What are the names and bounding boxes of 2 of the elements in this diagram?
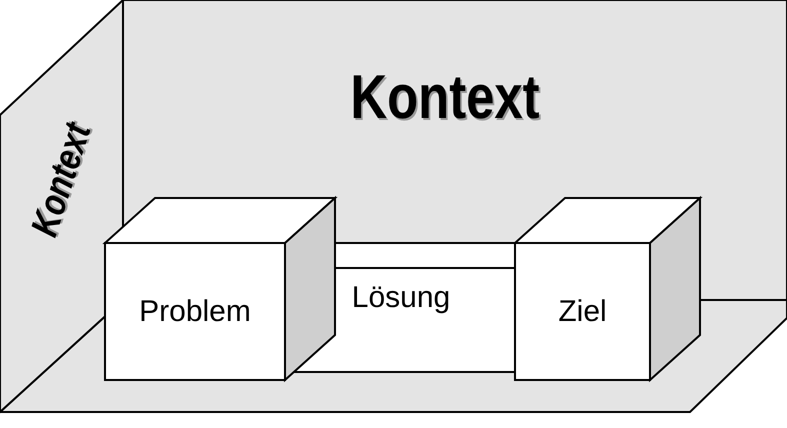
wall-title: Kontext (24, 118, 100, 242)
wall-title: Kontext (350, 62, 540, 133)
